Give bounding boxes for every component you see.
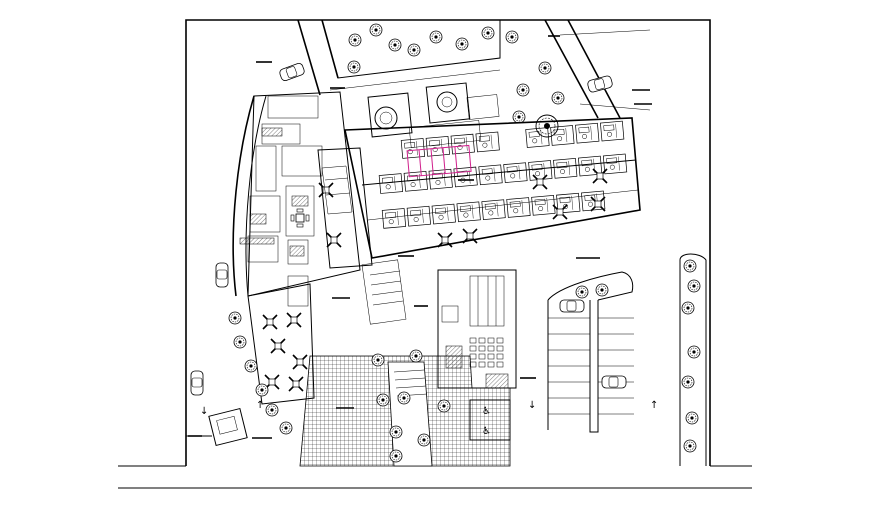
access-road (297, 19, 651, 119)
svg-text:↓: ↓ (200, 406, 208, 417)
svg-text:↑: ↑ (256, 400, 264, 411)
east-tree-strip (679, 253, 707, 466)
west-wing (232, 91, 361, 297)
atrium (317, 147, 407, 325)
svg-text:↑: ↑ (650, 400, 658, 411)
svg-text:↓: ↓ (528, 400, 536, 411)
parked-cars-top (278, 61, 614, 94)
seating-block: ♿ ♿ (437, 269, 517, 441)
highlighted-room (406, 144, 472, 178)
main-wing (344, 117, 641, 259)
annotation-marks (188, 35, 652, 439)
lounge (247, 275, 315, 405)
accessible-symbol-2: ♿ (482, 426, 491, 437)
parking-lot: ↓ ↑ (528, 271, 658, 433)
service-core (367, 82, 500, 148)
accessible-symbol-1: ♿ (482, 406, 491, 417)
paved-plaza (299, 349, 511, 467)
